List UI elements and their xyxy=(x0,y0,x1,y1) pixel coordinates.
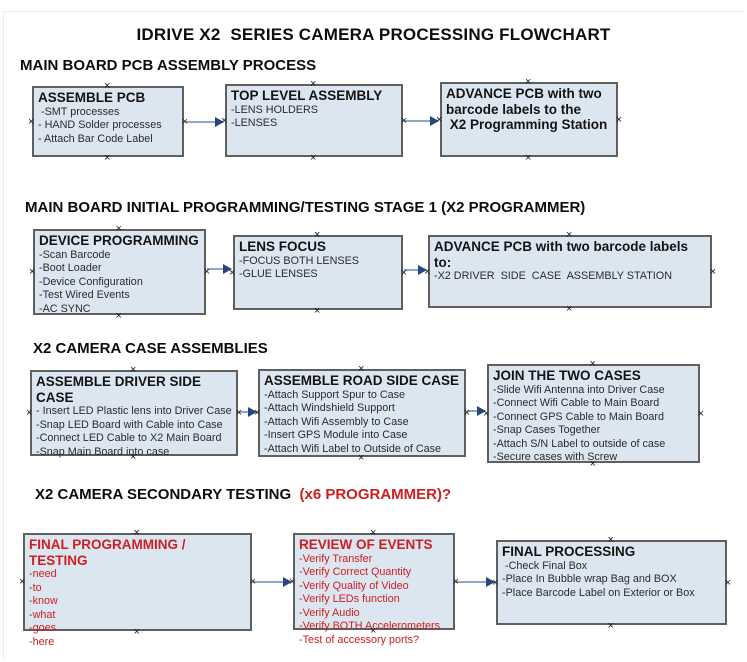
flow-arrow xyxy=(404,116,439,127)
anchor-x-icon: × xyxy=(483,407,490,420)
box-title: ASSEMBLE ROAD SIDE CASE xyxy=(264,373,460,388)
flow-arrow xyxy=(239,407,257,418)
anchor-x-icon: × xyxy=(29,266,36,278)
flow-arrow xyxy=(253,577,292,588)
anchor-x-icon: × xyxy=(463,407,470,419)
flow-box-assemble-driver-side-case: × × × × ASSEMBLE DRIVER SIDE CASE - Inse… xyxy=(26,365,242,463)
flow-box-assemble-road-side-case: × × × × ASSEMBLE ROAD SIDE CASE -Attach … xyxy=(254,364,470,464)
anchor-x-icon: × xyxy=(525,76,532,88)
flow-box-device-programming: × × × × DEVICE PROGRAMMING -Scan Barcode… xyxy=(29,224,210,322)
box-title: FINAL PROGRAMMING / TESTING xyxy=(29,537,190,568)
anchor-x-icon: × xyxy=(424,265,431,278)
anchor-x-icon: × xyxy=(615,113,622,126)
anchor-x-icon: × xyxy=(452,575,459,588)
anchor-x-icon: × xyxy=(235,407,242,419)
anchor-x-icon: × xyxy=(26,407,33,419)
box-title: ASSEMBLE DRIVER SIDE CASE xyxy=(36,374,205,405)
anchor-x-icon: × xyxy=(310,152,317,164)
box-title: TOP LEVEL ASSEMBLY xyxy=(231,88,383,103)
anchor-x-icon: × xyxy=(115,310,122,322)
flow-box-assemble-pcb: × × × × ASSEMBLE PCB -SMT processes - HA… xyxy=(28,81,188,164)
box-title: DEVICE PROGRAMMING xyxy=(39,233,199,248)
anchor-x-icon: × xyxy=(358,363,365,375)
flow-box-review-of-events: × × × × REVIEW OF EVENTS -Verify Transfe… xyxy=(289,528,459,646)
box-title: FINAL PROCESSING xyxy=(502,544,636,559)
anchor-x-icon: × xyxy=(589,358,596,370)
flow-arrow xyxy=(456,577,495,588)
box-title: ADVANCE PCB with two barcode labels to t… xyxy=(446,86,608,132)
anchor-x-icon: × xyxy=(370,625,377,637)
page-title: IDRIVE X2 SERIES CAMERA PROCESSING FLOWC… xyxy=(136,25,611,44)
flow-box-final-processing: × × × × FINAL PROCESSING -Check Final Bo… xyxy=(492,535,731,632)
section-heading-pcb-assembly: MAIN BOARD PCB ASSEMBLY PROCESS xyxy=(20,57,317,74)
flow-box-top-level-assembly: × × × × TOP LEVEL ASSEMBLY -LENS HOLDERS… xyxy=(221,79,407,164)
box-items: - Insert LED Plastic lens into Driver Ca… xyxy=(36,405,232,458)
anchor-x-icon: × xyxy=(203,266,210,278)
box-items: -SMT processes - HAND Solder processes -… xyxy=(38,105,162,145)
anchor-x-icon: × xyxy=(133,626,140,638)
flow-box-join-the-two-cases: × × × × JOIN THE TWO CASES -Slide Wifi A… xyxy=(483,359,704,470)
anchor-x-icon: × xyxy=(436,113,443,126)
box-title: JOIN THE TWO CASES xyxy=(493,368,641,383)
box-items: -X2 DRIVER SIDE CASE ASSEMBLY STATION xyxy=(434,270,672,282)
anchor-x-icon: × xyxy=(181,115,188,128)
anchor-x-icon: × xyxy=(525,152,532,164)
anchor-x-icon: × xyxy=(115,223,122,235)
box-items: -FOCUS BOTH LENSES -GLUE LENSES xyxy=(239,254,359,281)
anchor-x-icon: × xyxy=(221,114,228,127)
box-items: -Slide Wifi Antenna into Driver Case -Co… xyxy=(493,383,666,464)
anchor-x-icon: × xyxy=(358,452,365,464)
flow-arrow xyxy=(467,406,486,417)
flow-box-final-programming-testing: × × × × FINAL PROGRAMMING / TESTING -nee… xyxy=(19,528,256,648)
section-heading-red-part: (x6 PROGRAMMER)? xyxy=(299,486,452,503)
box-items: -LENS HOLDERS -LENSES xyxy=(231,103,318,130)
section-heading-secondary-testing: X2 CAMERA SECONDARY TESTING (x6 PROGRAMM… xyxy=(35,486,451,503)
section-heading-case-assemblies: X2 CAMERA CASE ASSEMBLIES xyxy=(33,340,268,357)
anchor-x-icon: × xyxy=(400,266,407,279)
anchor-x-icon: × xyxy=(104,80,111,92)
anchor-x-icon: × xyxy=(130,364,137,376)
box-items: -Check Final Box -Place In Bubble wrap B… xyxy=(502,559,695,599)
anchor-x-icon: × xyxy=(249,576,256,588)
flow-box-lens-focus: × × × × LENS FOCUS -FOCUS BOTH LENSES -G… xyxy=(229,230,407,317)
anchor-x-icon: × xyxy=(314,229,321,241)
anchor-x-icon: × xyxy=(566,303,573,315)
anchor-x-icon: × xyxy=(697,407,704,420)
anchor-x-icon: × xyxy=(104,152,111,164)
anchor-x-icon: × xyxy=(724,576,731,589)
anchor-x-icon: × xyxy=(19,576,26,588)
box-items: -Attach Support Spur to Case -Attach Win… xyxy=(264,388,442,455)
anchor-x-icon: × xyxy=(314,305,321,317)
anchor-x-icon: × xyxy=(589,458,596,470)
anchor-x-icon: × xyxy=(566,229,573,241)
box-title: ASSEMBLE PCB xyxy=(38,90,146,105)
anchor-x-icon: × xyxy=(607,620,614,632)
anchor-x-icon: × xyxy=(28,115,35,128)
anchor-x-icon: × xyxy=(607,534,614,546)
section-heading-black-part: X2 CAMERA SECONDARY TESTING xyxy=(35,486,300,503)
anchor-x-icon: × xyxy=(400,114,407,127)
box-title: LENS FOCUS xyxy=(239,239,327,254)
section-heading-initial-programming: MAIN BOARD INITIAL PROGRAMMING/TESTING S… xyxy=(25,199,586,216)
box-items: -Verify Transfer -Verify Correct Quantit… xyxy=(299,552,440,646)
anchor-x-icon: × xyxy=(370,527,377,539)
box-items: -need -to -know -what -goes -here xyxy=(29,568,58,648)
box-items: -Scan Barcode -Boot Loader -Device Confi… xyxy=(39,248,143,315)
anchor-x-icon: × xyxy=(130,451,137,463)
anchor-x-icon: × xyxy=(310,78,317,90)
anchor-x-icon: × xyxy=(133,527,140,539)
box-title: ADVANCE PCB with two barcode labels to: xyxy=(434,239,692,270)
box-title: REVIEW OF EVENTS xyxy=(299,537,433,552)
anchor-x-icon: × xyxy=(492,576,499,589)
anchor-x-icon: × xyxy=(289,575,296,588)
flow-box-advance-pcb-driver-side: × × × × ADVANCE PCB with two barcode lab… xyxy=(424,230,716,315)
anchor-x-icon: × xyxy=(254,407,261,419)
flow-arrow xyxy=(207,264,232,275)
anchor-x-icon: × xyxy=(229,266,236,279)
anchor-x-icon: × xyxy=(709,265,716,278)
flow-arrow xyxy=(404,265,427,276)
flow-box-advance-pcb-programming-station: × × × × ADVANCE PCB with two barcode lab… xyxy=(436,77,622,164)
flow-arrow xyxy=(186,117,224,128)
